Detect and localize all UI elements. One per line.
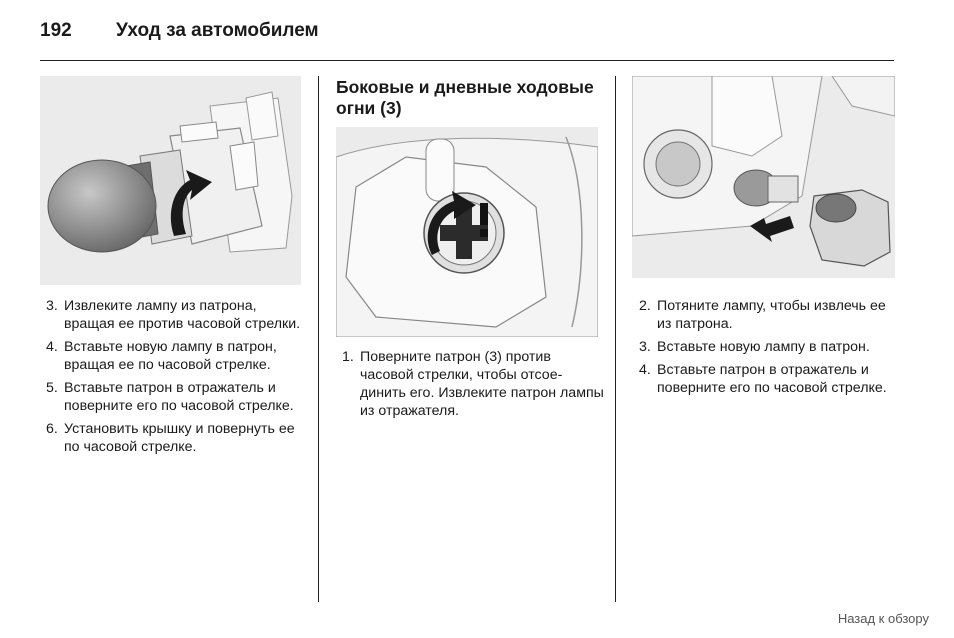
illustration-bulb-removal [40,76,301,285]
bulb-removal-rotate-icon [40,76,301,285]
socket-rotate-counterclockwise-icon [336,127,598,337]
header-divider [40,60,894,61]
list-item: 4. Вставьте патрон в отражатель и поверни… [633,361,903,397]
list-item: 3. Вставьте новую лампу в патрон. [633,338,903,356]
step-number: 2. [639,298,651,314]
list-item: 1. Поверните патрон (3) против часовой ст… [336,348,606,420]
section-heading: Боковые и дневные ходовые огни (3) [336,77,594,118]
step-number: 3. [46,298,58,314]
step-text: Установить крышку и повернуть ее по часо… [64,421,295,455]
step-text: Потяните лампу, чтобы извлечь ее из патр… [657,298,886,332]
step-text: Вставьте патрон в отражатель и поверните… [657,362,887,396]
step-number: 3. [639,339,651,355]
step-text: Извлеките лампу из патрона, вращая ее пр… [64,298,301,332]
chapter-title: Уход за автомобилем [116,20,319,41]
list-item: 3. Извлеките лампу из патрона, вращая ее … [40,297,310,333]
list-item: 6. Установить крышку и повернуть ее по ча… [40,420,310,456]
step-list-right: 2. Потяните лампу, чтобы извлечь ее из па… [633,297,903,402]
step-list-middle: 1. Поверните патрон (3) против часовой ст… [336,348,606,425]
step-list-left: 3. Извлеките лампу из патрона, вращая ее … [40,297,310,461]
step-number: 4. [46,339,58,355]
step-number: 5. [46,380,58,396]
step-number: 1. [342,349,354,365]
back-to-overview-link[interactable]: Назад к обзору [837,611,929,626]
step-number: 4. [639,362,651,378]
list-item: 5. Вставьте патрон в отражатель и поверни… [40,379,310,415]
column-divider-right [615,76,616,602]
step-text: Поверните патрон (3) против часовой стре… [360,349,604,419]
list-item: 2. Потяните лампу, чтобы извлечь ее из па… [633,297,903,333]
step-text: Вставьте новую лампу в патрон, вращая ее… [64,339,277,373]
step-number: 6. [46,421,58,437]
illustration-bulb-pull [632,76,895,278]
column-divider-left [318,76,319,602]
list-item: 4. Вставьте новую лампу в патрон, вращая … [40,338,310,374]
bulb-pull-from-socket-icon [632,76,895,278]
illustration-socket-rotate [336,127,598,337]
step-text: Вставьте патрон в отражатель и поверните… [64,380,294,414]
page-number: 192 [40,20,72,41]
step-text: Вставьте новую лампу в патрон. [657,339,870,355]
